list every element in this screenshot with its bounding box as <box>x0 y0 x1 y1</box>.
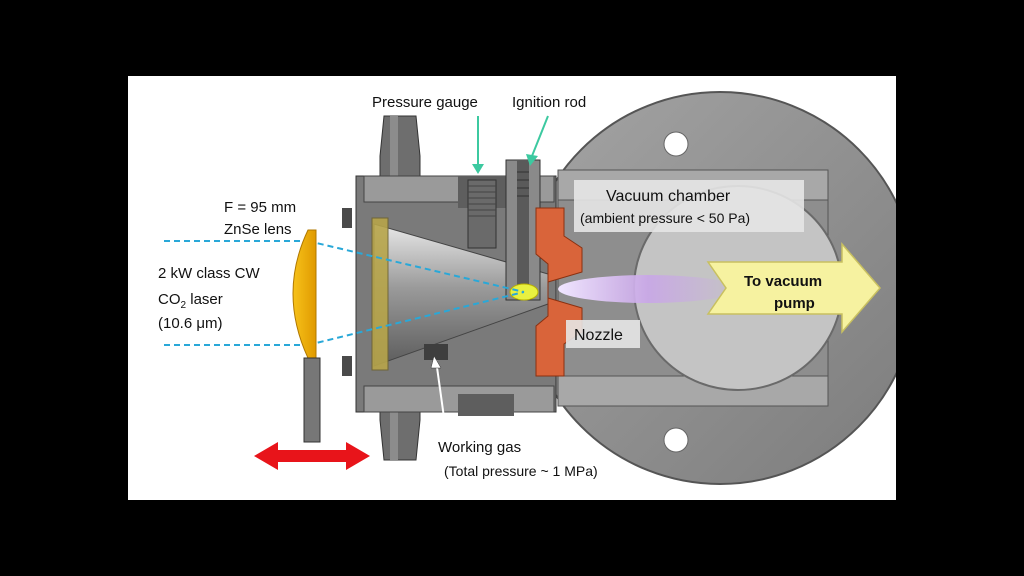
to-vacuum-arrow <box>706 241 881 335</box>
ambient-pressure-label: (ambient pressure < 50 Pa) <box>580 210 750 226</box>
to-vacuum-label-line1: To vacuum <box>744 273 822 290</box>
laser-rest: laser <box>186 291 223 308</box>
window-plate <box>371 217 389 371</box>
znse-lens <box>292 229 321 443</box>
vacuum-chamber-label: Vacuum chamber <box>606 188 731 205</box>
nozzle-label: Nozzle <box>574 327 623 344</box>
laser-subscript: 2 <box>181 300 187 311</box>
mount-hole-bottom <box>663 427 689 453</box>
wavelength-label: (10.6 μm) <box>158 315 223 332</box>
laser-housing <box>355 159 557 416</box>
laser-label-line2: CO2 laser <box>158 291 223 311</box>
working-gas-pointer <box>430 355 447 433</box>
plasma-plume <box>558 275 738 303</box>
mount-hole-top <box>663 131 689 157</box>
pressure-gauge-port <box>467 179 497 249</box>
diagram-canvas: Pressure gauge Ignition rod Vacuum chamb… <box>158 91 896 485</box>
nozzle-label-box <box>566 320 640 348</box>
pointers <box>472 115 549 174</box>
lens-holder <box>303 357 321 443</box>
vacuum-chamber-label-box <box>574 180 804 232</box>
working-gas-label: Working gas <box>438 439 521 456</box>
focal-length-label: F = 95 mm <box>224 199 296 216</box>
laser-label-line1: 2 kW class CW <box>158 265 261 282</box>
total-pressure-label: (Total pressure ~ 1 MPa) <box>444 463 598 479</box>
laser-beam <box>164 240 525 346</box>
lens-motion-arrow <box>254 442 370 470</box>
lens-label: ZnSe lens <box>224 221 292 238</box>
to-vacuum-label-line2: pump <box>774 295 815 312</box>
ignition-rod-label: Ignition rod <box>512 94 586 111</box>
pressure-gauge-label: Pressure gauge <box>372 94 478 111</box>
diagram-panel: Pressure gauge Ignition rod Vacuum chamb… <box>128 76 896 500</box>
laser-co: CO <box>158 291 181 308</box>
working-gas-inlet <box>424 344 448 360</box>
